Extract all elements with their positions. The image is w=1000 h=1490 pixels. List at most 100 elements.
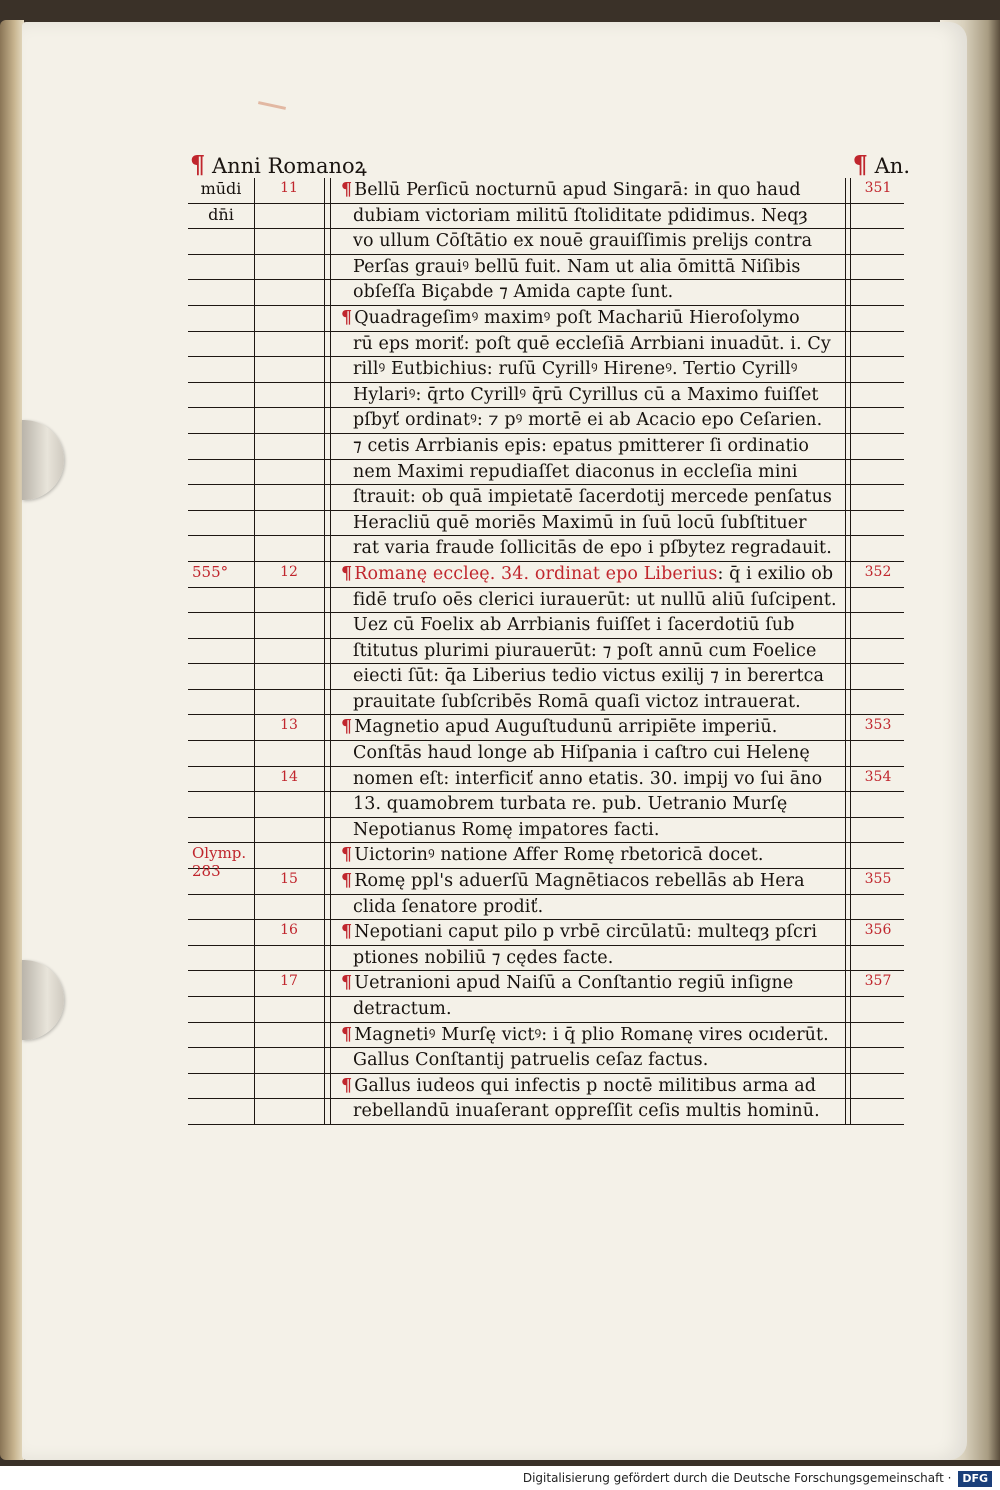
- chronicle-text-line: ¶Quadrageſimꝰ maximꝰ poſt Machariū Hiero…: [341, 307, 841, 330]
- table-row: Conſtās haud longe ab Hiſpania i caſtro …: [188, 741, 904, 767]
- ad-year-number: 357: [864, 973, 892, 990]
- header-right: ¶ An.: [853, 150, 910, 179]
- table-row: 13. quamobrem turbata re. pub. Uetranio …: [188, 792, 904, 818]
- regnal-year-cell: 13: [254, 715, 325, 741]
- year-column-cell: [188, 1022, 255, 1048]
- table-row: Perſas grauiꝰ bellū fuit. Nam ut alia ōm…: [188, 254, 904, 281]
- chronicle-text-line: ¶Bellū Perſicū nocturnū apud Singarā: in…: [341, 179, 841, 202]
- regnal-year-cell: [254, 536, 325, 561]
- table-row: 15¶Romę ppl's aduerſū Magnētiacos rebell…: [188, 869, 904, 895]
- text-cell: Heracliū quē moriēs Maximū in ſuū locū ſ…: [330, 510, 846, 536]
- year-column-cell: [188, 741, 255, 766]
- year-column-cell: [188, 1099, 255, 1124]
- year-column-cell: Olymp. 283: [188, 843, 255, 880]
- year-column-cell: [188, 1073, 255, 1099]
- line-text: nomen eſt: interficiť anno etatis. 30. i…: [353, 768, 823, 789]
- chronicle-text-line: Gallus Conſtantij patruelis ceſaz factus…: [353, 1049, 841, 1072]
- text-cell: Nepotianus Romę impatores facti.: [330, 817, 846, 843]
- header-right-text: An.: [874, 154, 910, 178]
- table-row: pſbyť ordinatꝰ: ⁊ pꝰ mortē ei ab Acacio …: [188, 408, 904, 434]
- table-row: ¶Magnetiꝰ Murſę victꝰ: i q̄ plio Romanę …: [188, 1022, 904, 1049]
- regnal-year-cell: [254, 305, 325, 331]
- footer-text: Digitalisierung gefördert durch die Deut…: [522, 1471, 952, 1485]
- ad-year-number: 353: [864, 717, 892, 734]
- ad-year-cell: [850, 587, 905, 613]
- year-column-cell: [188, 689, 255, 715]
- chronicle-text-line: ¶Gallus iudeos qui infectis p noctē mili…: [341, 1075, 841, 1098]
- line-text: pſbyť ordinatꝰ: ⁊ pꝰ mortē ei ab Acacio …: [353, 410, 823, 431]
- year-column-cell: [188, 894, 255, 920]
- table-row: detractum.: [188, 997, 904, 1023]
- line-text: Gallus Conſtantij patruelis ceſaz factus…: [353, 1050, 709, 1071]
- ad-year-cell: [850, 229, 905, 254]
- chronicle-text-line: Nepotianus Romę impatores facti.: [353, 819, 841, 842]
- line-text: vo ullum Cōſtātio ex nouē grauiſſimis pr…: [353, 231, 813, 252]
- line-text: Nepotianus Romę impatores facti.: [353, 819, 660, 840]
- ad-year-cell: [850, 536, 905, 561]
- text-cell: Gallus Conſtantij patruelis ceſaz factus…: [330, 1048, 846, 1073]
- ad-year-cell: [850, 203, 905, 229]
- year-column-cell: [188, 357, 255, 382]
- line-text: Conſtās haud longe ab Hiſpania i caſtro …: [353, 743, 810, 764]
- text-cell: clida ſenatore prodiť.: [330, 894, 846, 920]
- year-column-cell: [188, 715, 255, 741]
- line-text: Magnetiꝰ Murſę victꝰ: i q̄ plio Romanę v…: [354, 1024, 829, 1045]
- regnal-year-cell: [254, 1022, 325, 1048]
- regnal-year-cell: 16: [254, 920, 325, 945]
- regnal-year-cell: 17: [254, 971, 325, 996]
- ad-year-cell: [850, 792, 905, 817]
- text-cell: ¶Uictorinꝰ natione Affer Romę rbetoricā …: [330, 843, 846, 869]
- year-column-cell: [188, 587, 255, 613]
- ad-year-cell: [850, 433, 905, 459]
- chronicle-text-line: ¶Uictorinꝰ natione Affer Romę rbetoricā …: [341, 844, 841, 867]
- year-column-cell: [188, 664, 255, 689]
- regnal-year-cell: 11: [254, 178, 325, 203]
- chronicle-text-line: pſbyť ordinatꝰ: ⁊ pꝰ mortē ei ab Acacio …: [353, 409, 841, 432]
- table-row: 17¶Uetranioni apud Naiſū a Conſtantio re…: [188, 971, 904, 997]
- line-text: ptiones nobiliū ⁊ cędes facte.: [353, 947, 614, 968]
- year-column-cell: [188, 792, 255, 817]
- year-column-cell: [188, 485, 255, 510]
- chronicle-text-line: Conſtās haud longe ab Hiſpania i caſtro …: [353, 742, 841, 765]
- chronicle-text-line: vo ullum Cōſtātio ex nouē grauiſſimis pr…: [353, 230, 841, 253]
- text-cell: eiecti ſūt: q̄a Liberius tedio victus ex…: [330, 664, 846, 689]
- chronicle-text-line: rat varia fraude ſollicitās de epo i pſb…: [353, 537, 841, 560]
- text-cell: nem Maximi repudiaſſet diaconus in eccle…: [330, 459, 846, 485]
- regnal-year-cell: [254, 280, 325, 305]
- line-text: Magnetio apud Auguſtudunū arripiēte impe…: [354, 717, 778, 738]
- chronicle-text-line: obſeſſa Biçabde ⁊ Amida capte ſunt.: [353, 281, 841, 304]
- ad-year-cell: [850, 280, 905, 305]
- year-column-cell: [188, 1048, 255, 1073]
- ad-year-cell: [850, 741, 905, 766]
- chronicle-text-line: fidē truſo oēs clerici iurauerūt: ut nul…: [353, 589, 841, 612]
- regnal-year-cell: [254, 331, 325, 357]
- regnal-year-cell: [254, 997, 325, 1022]
- ad-year-cell: 355: [850, 869, 905, 894]
- regnal-year-cell: [254, 485, 325, 510]
- year-column-cell: [188, 869, 255, 894]
- chronicle-text-line: ⁊ cetis Arrbianis epis: epatus pmitterer…: [353, 435, 841, 458]
- chronicle-text-line: rebellandū inuaſerant oppreſſit ceſis mu…: [353, 1100, 841, 1123]
- table-row: clida ſenatore prodiť.: [188, 894, 904, 921]
- line-text: obſeſſa Biçabde ⁊ Amida capte ſunt.: [353, 282, 674, 303]
- chronicle-text-line: ¶Magnetio apud Auguſtudunū arripiēte imp…: [341, 716, 841, 739]
- page-clip-top: [22, 420, 64, 500]
- table-row: rū eps moriť: poſt quē eccleſiā Arrbiani…: [188, 331, 904, 358]
- regnal-year-cell: [254, 203, 325, 229]
- regnal-year-cell: [254, 664, 325, 689]
- table-row: ſtitutus plurimi piurauerūt: ⁊ poſt annū…: [188, 638, 904, 665]
- year-column-cell: [188, 280, 255, 305]
- table-row: rat varia fraude ſollicitās de epo i pſb…: [188, 536, 904, 562]
- regnal-year-number: 15: [280, 871, 298, 888]
- ad-year-cell: [850, 459, 905, 485]
- chronicle-text-line: nem Maximi repudiaſſet diaconus in eccle…: [353, 461, 841, 484]
- line-text: ſtrauit: ob quā impietatē ſacerdotij mer…: [353, 487, 832, 508]
- ad-year-cell: [850, 817, 905, 843]
- year-label: dn̄i: [208, 204, 234, 224]
- chronicle-text-line: Uez cū Foelix ab Arrbianis fuiſſet i ſac…: [353, 614, 841, 637]
- regnal-year-cell: [254, 1073, 325, 1099]
- text-cell: obſeſſa Biçabde ⁊ Amida capte ſunt.: [330, 280, 846, 305]
- table-row: eiecti ſūt: q̄a Liberius tedio victus ex…: [188, 664, 904, 690]
- line-text: rū eps moriť: poſt quē eccleſiā Arrbiani…: [353, 333, 831, 354]
